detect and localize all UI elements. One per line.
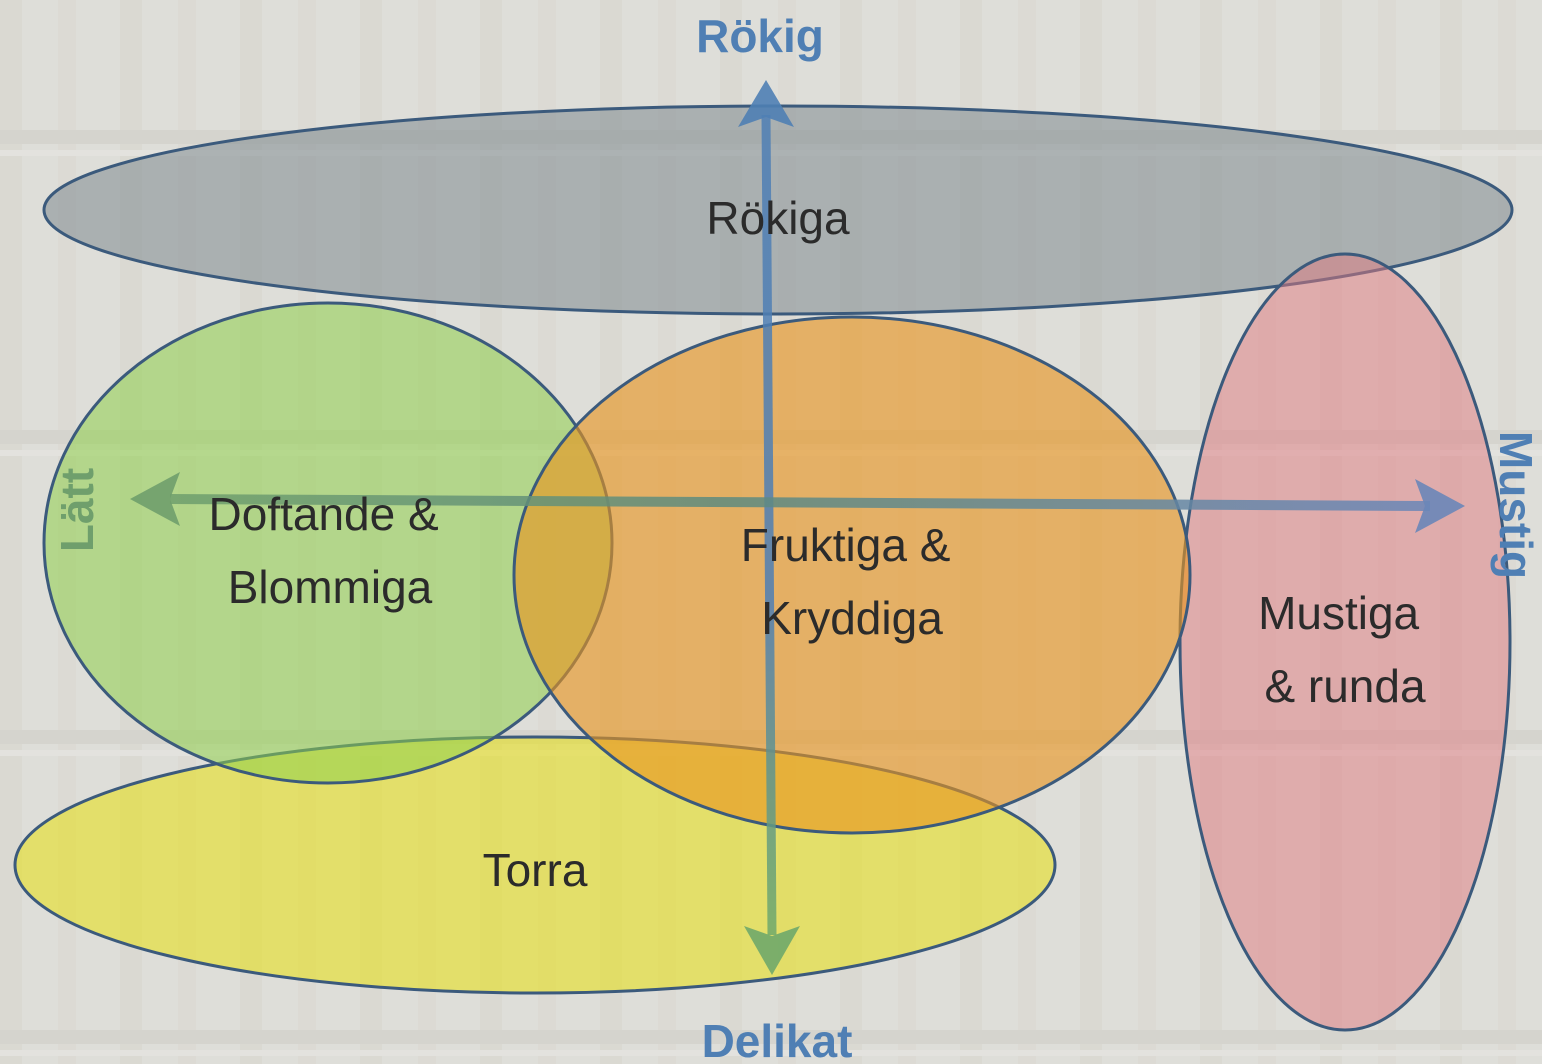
arrow-right-icon	[1415, 479, 1465, 533]
arrow-down-icon	[744, 926, 800, 975]
arrow-up-icon	[738, 80, 794, 127]
label-fruktiga: Fruktiga & Kryddiga	[741, 519, 963, 644]
horizontal-axis-line	[169, 494, 1431, 511]
axis-label-bottom: Delikat	[702, 1015, 853, 1064]
vertical-axis-line	[761, 114, 777, 936]
axis-label-top: Rökig	[696, 10, 824, 62]
arrow-left-icon	[130, 472, 180, 526]
region-mustiga-ellipse	[1178, 252, 1512, 1032]
label-mustiga: Mustiga & runda	[1258, 587, 1432, 712]
axis-label-left: Lätt	[51, 468, 103, 552]
region-fruktiga-ellipse	[512, 315, 1192, 835]
label-doftande: Doftande & Blommiga	[209, 488, 452, 613]
label-rokiga: Rökiga	[706, 192, 850, 244]
axis-label-right: Mustig	[1490, 431, 1542, 579]
label-torra: Torra	[483, 844, 588, 896]
